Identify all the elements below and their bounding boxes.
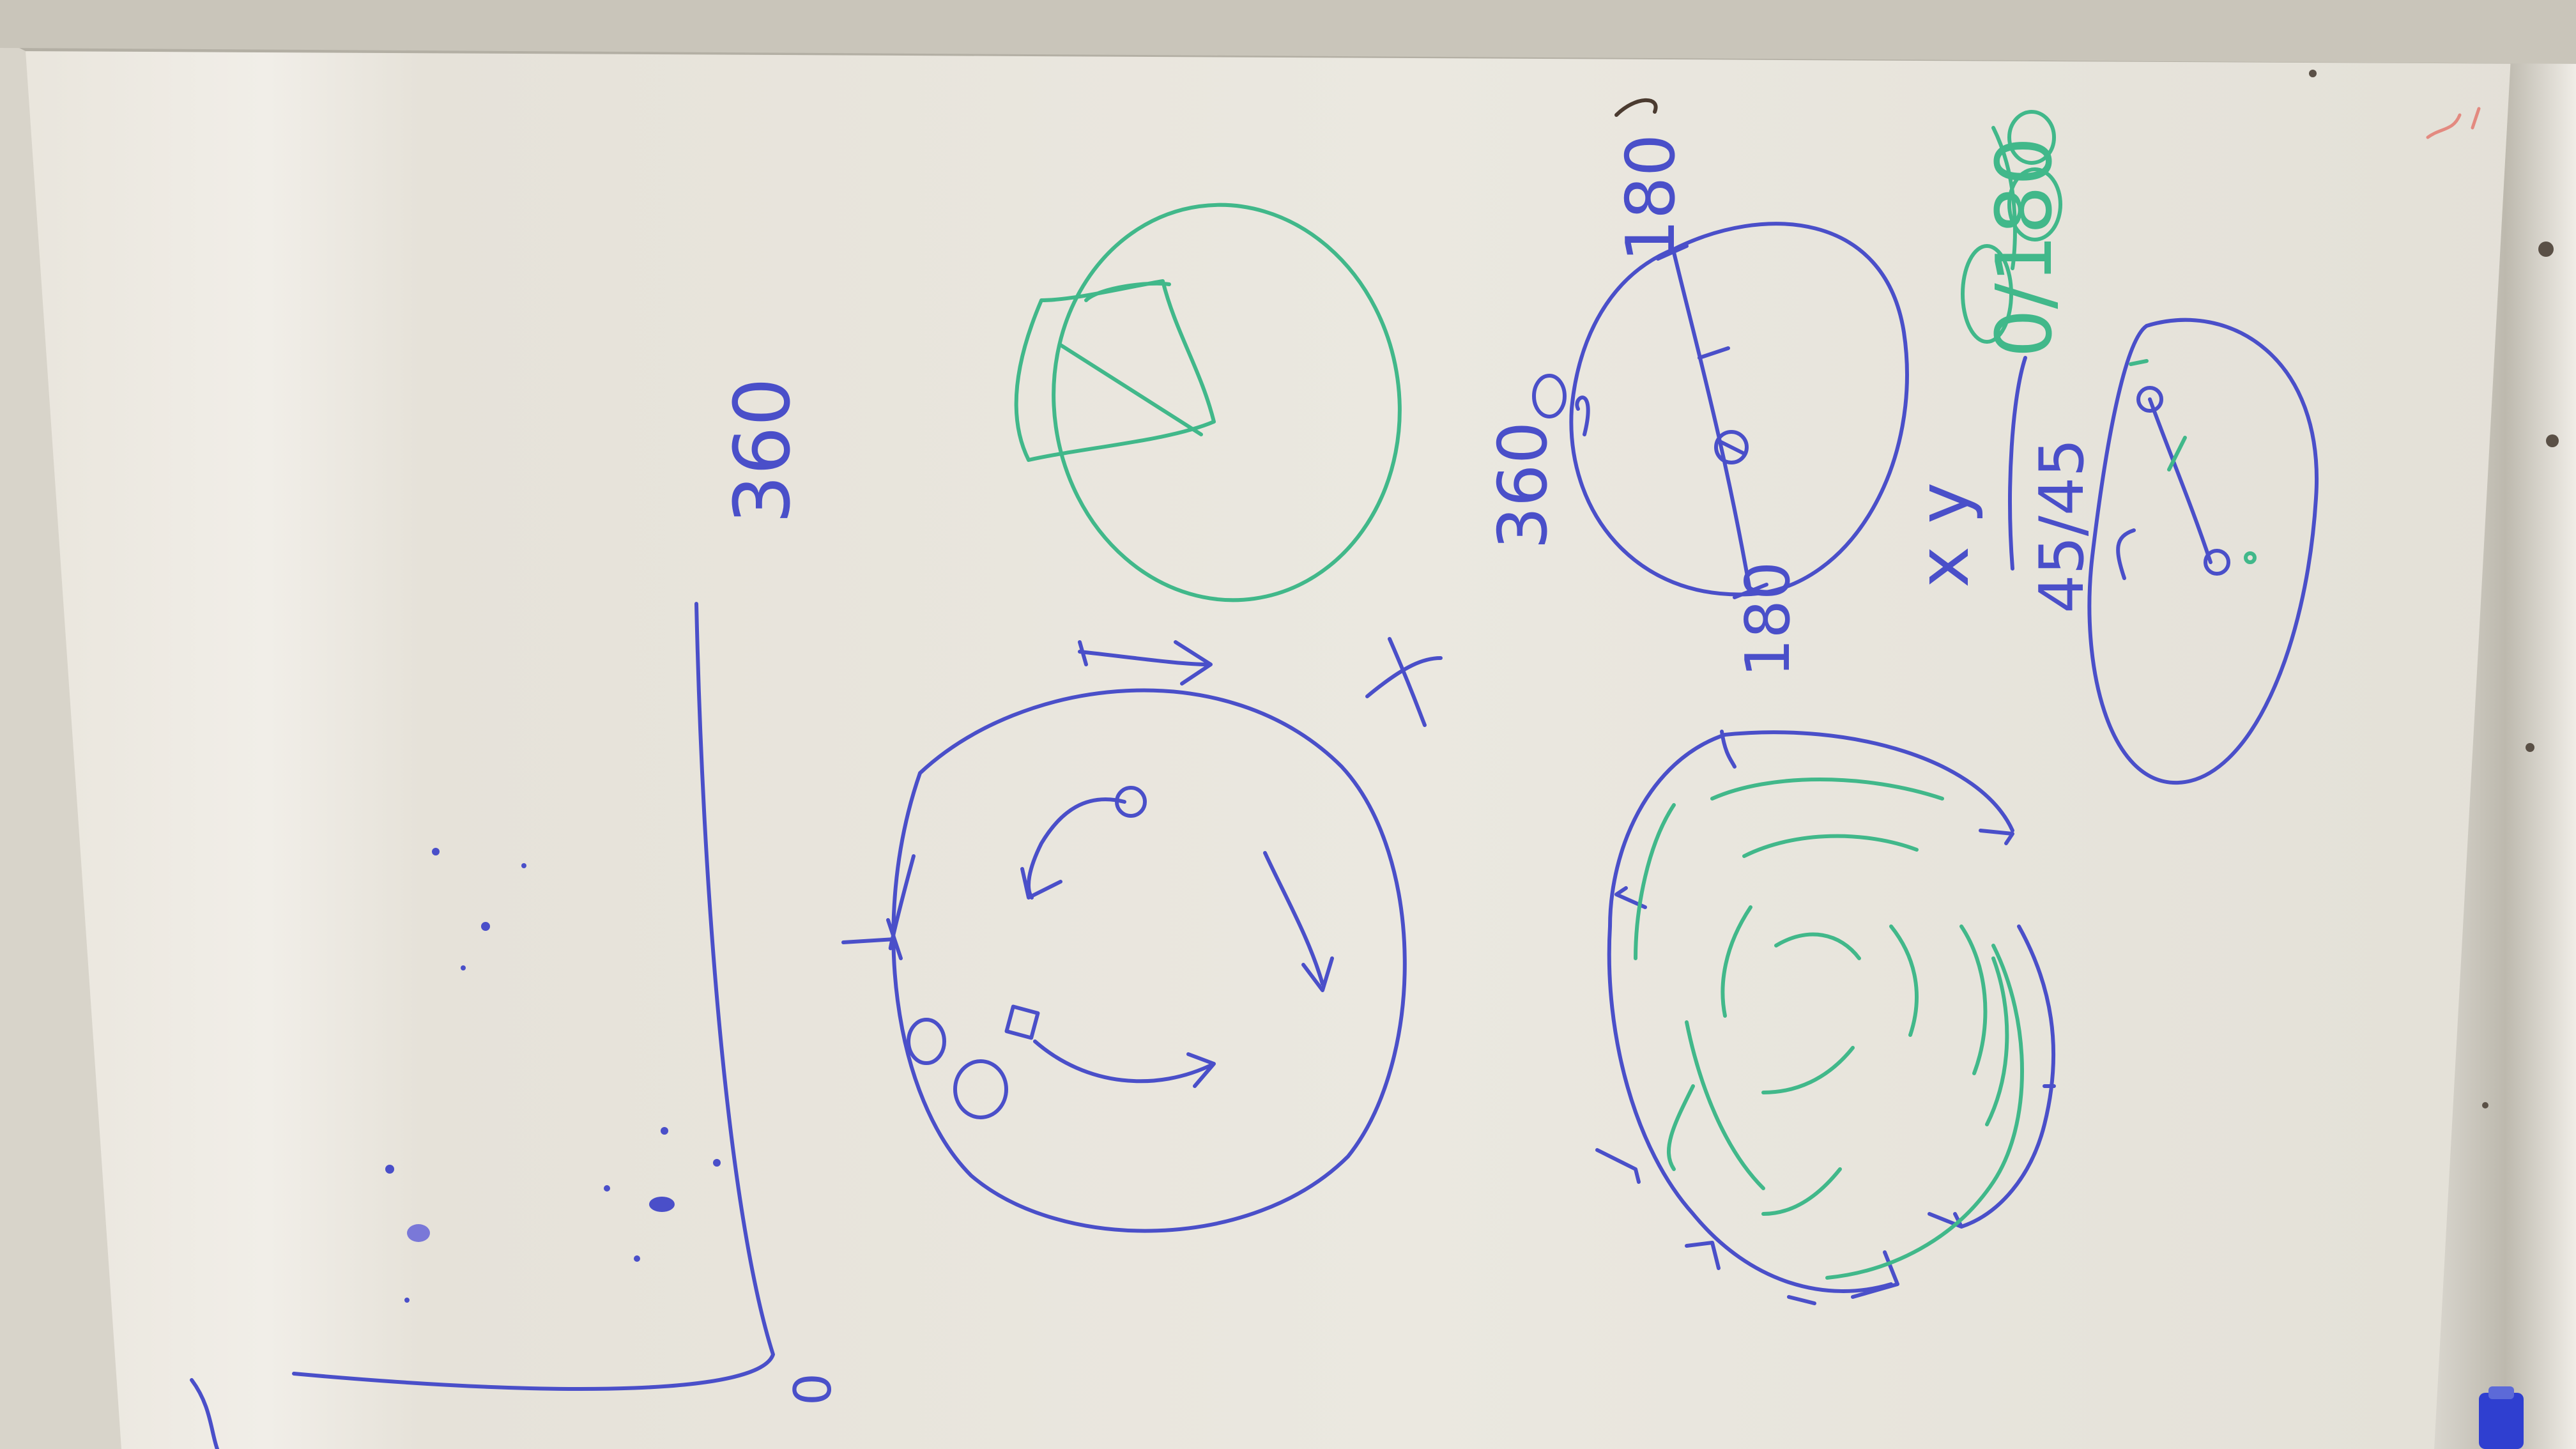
frame-left-rail xyxy=(0,38,121,1449)
loop-left xyxy=(1532,374,1567,418)
label-360: 360 xyxy=(1484,422,1562,549)
green-wedge xyxy=(1014,279,1216,462)
label-0-180: 0/180 xyxy=(1981,137,2069,358)
arc-inner xyxy=(2116,528,2136,580)
spiral-left-arrows xyxy=(1595,886,1816,1305)
label-axis-top: 360 xyxy=(719,378,808,524)
board-surface xyxy=(13,51,2556,1449)
blue-drawings xyxy=(190,222,2319,1449)
center-mark-bar xyxy=(1717,439,1746,456)
label-coords: 45/45 xyxy=(2027,438,2097,613)
green-spiral-3 xyxy=(1667,1020,1842,1216)
arrow-inner-bottom xyxy=(1033,1039,1216,1088)
label-180-top: 180 xyxy=(1612,134,1690,262)
green-0 xyxy=(1961,244,2013,344)
green-dot xyxy=(2244,551,2257,564)
green-slash xyxy=(1991,126,2017,270)
green-spiral-2 xyxy=(1761,924,2009,1126)
arrow-inner-top xyxy=(1020,797,1126,900)
spiral-right xyxy=(1928,924,2056,1229)
center-mark xyxy=(1714,430,1749,464)
label-axis-origin: 0 xyxy=(783,1373,843,1406)
small-right-radius xyxy=(2148,397,2212,564)
fraction-bar xyxy=(2008,356,2027,571)
tick-mid xyxy=(1698,346,1730,360)
arrow-left xyxy=(841,854,916,960)
frame-right-rail xyxy=(2434,51,2576,1449)
stroke-x xyxy=(1365,637,1443,727)
green-spiral-1 xyxy=(1710,778,1944,1018)
radius-start xyxy=(2204,549,2230,576)
label-180-bottom: 180 xyxy=(1733,562,1804,677)
green-8-bottom xyxy=(2007,167,2062,241)
double-o-1 xyxy=(907,1018,946,1065)
board-stains xyxy=(2309,70,2559,1108)
small-square xyxy=(1004,1004,1040,1040)
arrow-inner-top-knob xyxy=(1115,786,1147,818)
label-xy: x y xyxy=(1903,482,1984,588)
mid-circle xyxy=(891,688,1407,1233)
brown-mark xyxy=(1614,98,1658,117)
green-spiral-outer xyxy=(1634,803,2024,1280)
spiral-outer xyxy=(1607,730,2014,1299)
axis-tick-left xyxy=(190,1378,219,1449)
green-tick-1 xyxy=(2129,359,2149,366)
tick-bottom xyxy=(1733,583,1768,599)
green-drawings xyxy=(1014,110,2257,1280)
frame-top-rail xyxy=(0,0,2576,64)
green-tick-2 xyxy=(2167,436,2187,471)
graph-axes xyxy=(292,602,775,1391)
tick-top xyxy=(1656,244,1689,261)
green-8-top xyxy=(2007,110,2056,165)
arc-left xyxy=(1575,395,1590,436)
small-right-circle xyxy=(2087,318,2319,785)
red-scribble xyxy=(2426,107,2481,139)
double-o-2 xyxy=(953,1059,1008,1119)
diameter-circle xyxy=(1569,222,1909,597)
radius-end xyxy=(2136,386,2163,413)
diameter-line xyxy=(1672,250,1752,596)
arrow-inner-right xyxy=(1263,851,1334,992)
spiral-tick-top xyxy=(1720,730,1736,769)
scatter-dots xyxy=(385,848,721,1303)
marker-cap xyxy=(2479,1386,2524,1449)
arrow-top xyxy=(1078,640,1213,686)
green-circle xyxy=(1052,203,1402,602)
